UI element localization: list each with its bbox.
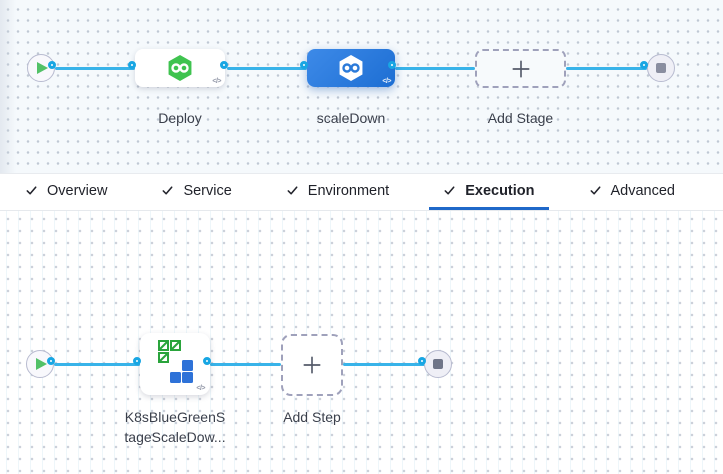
tab-service[interactable]: Service: [147, 174, 245, 210]
tab-execution[interactable]: Execution: [429, 174, 549, 210]
edge-step-addstep: [210, 362, 281, 366]
edge-scaledown-addstage: [395, 66, 475, 70]
port-dot: [128, 61, 136, 69]
stage-tabs: Overview Service Environment Execution A…: [0, 173, 723, 211]
add-step-button[interactable]: [281, 334, 343, 396]
stop-icon: [656, 63, 666, 73]
step-card-k8s-bg-scaledown[interactable]: </>: [140, 333, 210, 395]
port-dot: [203, 357, 211, 365]
edge-deploy-scaledown: [227, 66, 307, 70]
code-icon[interactable]: </>: [212, 78, 221, 85]
stage-label-scaledown: scaleDown: [316, 110, 386, 126]
add-step-label: Add Step: [283, 409, 341, 425]
step-end-node[interactable]: [424, 350, 452, 378]
tab-overview[interactable]: Overview: [11, 174, 121, 210]
code-icon[interactable]: </>: [196, 385, 205, 392]
tab-environment[interactable]: Environment: [272, 174, 403, 210]
k8s-bluegreen-scaledown-icon: [158, 340, 193, 383]
port-dot: [300, 61, 308, 69]
step-label: K8sBlueGreenStageScaleDow...: [124, 409, 226, 445]
stage-canvas[interactable]: </> </> Deploy scaleDown Add Stage: [0, 0, 723, 173]
execution-canvas[interactable]: </> K8sBlueGreenStageScaleDow... Add Ste…: [0, 211, 723, 474]
step-start-node[interactable]: [26, 350, 54, 378]
check-icon: [444, 186, 455, 195]
harness-cd-icon: [168, 55, 192, 81]
port-dot: [48, 61, 56, 69]
stage-label-deploy: Deploy: [158, 110, 202, 126]
tab-advanced[interactable]: Advanced: [575, 174, 690, 210]
stop-icon: [433, 359, 443, 369]
edge-addstep-end: [343, 362, 425, 366]
port-dot: [640, 61, 648, 69]
check-icon: [287, 186, 298, 195]
tab-label: Advanced: [610, 182, 676, 199]
play-icon: [37, 62, 48, 74]
edge-addstage-end: [566, 66, 647, 70]
tab-label: Service: [183, 182, 232, 199]
port-dot: [133, 357, 141, 365]
harness-stage-icon: [339, 55, 363, 81]
play-icon: [36, 358, 47, 370]
stage-card-scaledown[interactable]: </>: [307, 49, 395, 87]
tab-label: Environment: [307, 182, 390, 199]
port-dot: [388, 61, 396, 69]
check-icon: [26, 186, 37, 195]
add-stage-button[interactable]: [475, 49, 566, 88]
tab-label: Overview: [47, 182, 108, 199]
port-dot: [220, 61, 228, 69]
edge-start-deploy: [55, 66, 135, 70]
port-dot: [418, 357, 426, 365]
plus-icon: [303, 356, 321, 374]
stage-end-node[interactable]: [647, 54, 675, 82]
plus-icon: [511, 59, 530, 78]
port-dot: [47, 357, 55, 365]
stage-card-deploy[interactable]: </>: [135, 49, 225, 87]
code-icon[interactable]: </>: [382, 78, 391, 85]
add-stage-label: Add Stage: [487, 110, 554, 126]
check-icon: [162, 186, 173, 195]
check-icon: [590, 186, 600, 195]
edge-start-step: [54, 362, 140, 366]
tab-label: Execution: [465, 182, 535, 199]
